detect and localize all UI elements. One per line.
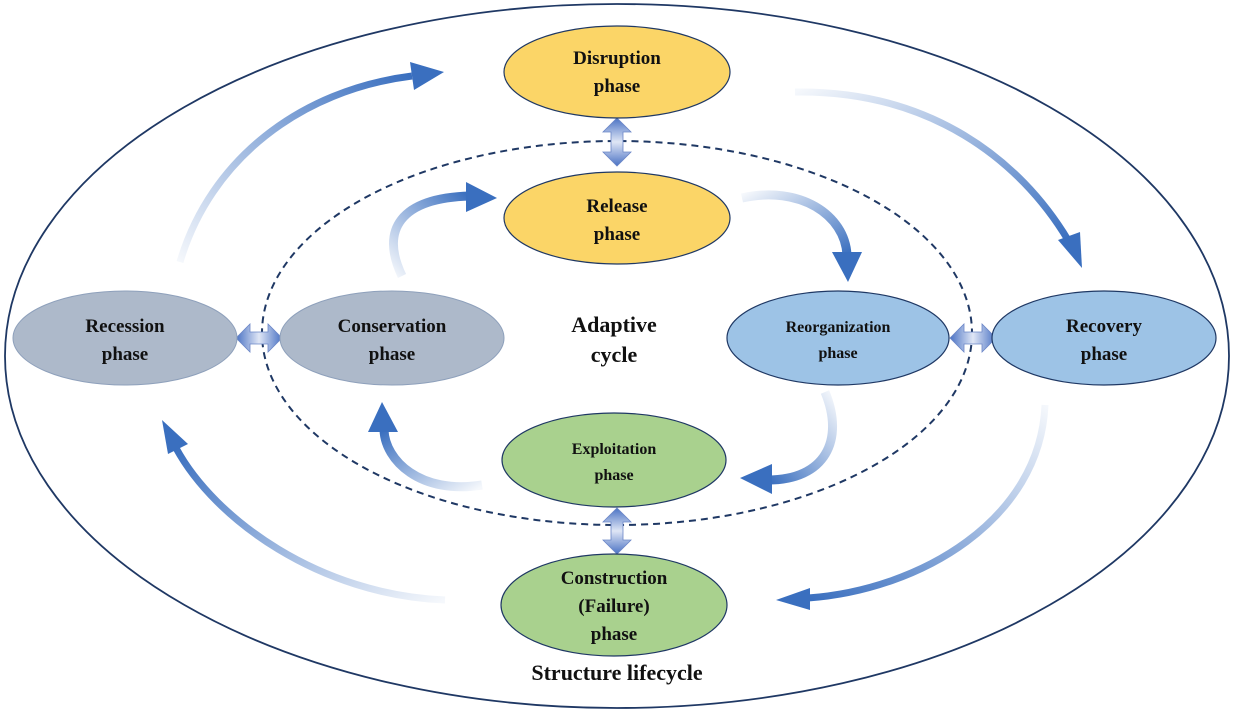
recession-phase-label-line1: Recession [85,316,165,337]
recovery-phase-node: Recovery phase [991,290,1217,386]
recovery-phase-label-line2: phase [1081,344,1127,365]
arrow-conservation-to-release [389,182,497,278]
arrow-construction-to-recession [162,420,446,604]
adaptive-cycle-label-line2: cycle [591,342,638,367]
arrow-reorganization-to-exploitation [740,390,837,494]
reorganization-phase-label-line2: phase [818,345,857,362]
double-arrow-exploitation-construction [602,507,632,555]
conservation-phase-label-line1: Conservation [338,316,447,337]
conservation-phase-node: Conservation phase [279,290,505,386]
construction-phase-label-line1: Construction [561,568,668,589]
double-arrow-disruption-release [602,117,632,167]
recession-phase-node: Recession phase [12,290,238,386]
arrow-recovery-to-construction [776,404,1049,610]
reorganization-phase-label-line1: Reorganization [786,319,891,336]
recession-phase-label-line2: phase [102,344,148,365]
release-phase-label-line1: Release [586,196,647,217]
structure-lifecycle-boundary [4,3,1230,709]
structure-lifecycle-label: Structure lifecycle [531,660,702,685]
disruption-phase-node: Disruption phase [503,25,731,119]
exploitation-phase-label-line2: phase [594,467,633,484]
disruption-phase-label-line2: phase [594,76,640,97]
disruption-phase-label-line1: Disruption [573,48,661,69]
double-arrow-recession-conservation [235,323,283,353]
arrow-exploitation-to-conservation [368,402,483,492]
conservation-phase-label-line2: phase [369,344,415,365]
adaptive-cycle-label-line1: Adaptive [571,312,657,337]
release-phase-node: Release phase [503,171,731,265]
construction-phase-node: Construction (Failure) phase [500,553,728,657]
exploitation-phase-node: Exploitation phase [501,412,727,508]
construction-phase-label-line2: (Failure) [578,596,649,617]
recovery-phase-label-line1: Recovery [1066,316,1142,337]
reorganization-phase-node: Reorganization phase [726,290,950,386]
exploitation-phase-label-line1: Exploitation [572,441,657,458]
arrow-recession-to-disruption [176,62,444,263]
release-phase-label-line2: phase [594,224,640,245]
double-arrow-reorganization-recovery [949,323,997,353]
construction-phase-label-line3: phase [591,624,637,645]
arrow-disruption-to-recovery [794,88,1082,268]
arrow-release-to-reorganization [741,190,862,282]
